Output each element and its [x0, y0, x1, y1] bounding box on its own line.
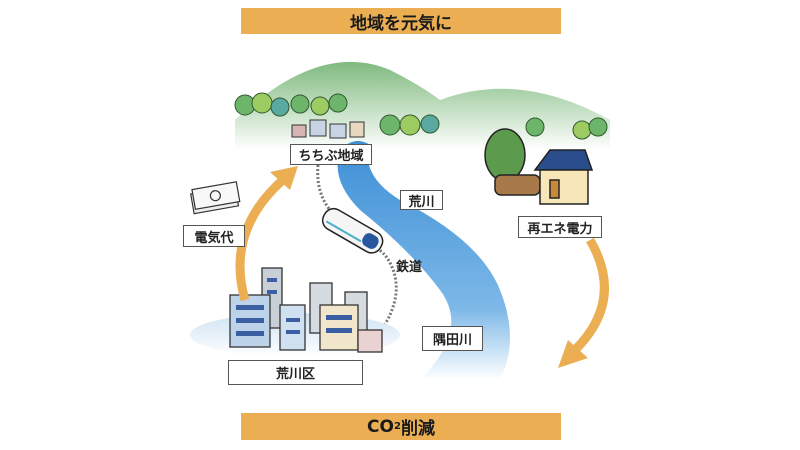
cycle-arrow-right — [571, 237, 609, 354]
arrowhead-down — [558, 340, 588, 368]
label-arakawa-river: 荒川 — [400, 190, 443, 210]
reduction-text: 削減 — [400, 419, 435, 439]
trees — [234, 92, 608, 140]
river — [337, 141, 510, 380]
label-chichibu: ちちぶ地域 — [290, 144, 372, 165]
money-icon — [189, 181, 241, 215]
chichibu-houses — [291, 119, 365, 139]
train — [321, 207, 384, 254]
renewable-house — [484, 128, 594, 205]
label-railway: 鉄道 — [395, 259, 422, 275]
top-banner: 地域を元気に — [241, 8, 561, 34]
arrowhead-up — [270, 166, 298, 190]
label-sumida-river: 隅田川 — [422, 326, 483, 351]
label-arakawa-ward: 荒川区 — [228, 360, 363, 385]
co2-subscript: 2 — [393, 421, 401, 432]
co2-text: CO — [367, 416, 394, 437]
mountain — [235, 61, 610, 151]
cycle-arrow-left — [235, 174, 288, 302]
arakawa-buildings — [229, 267, 383, 353]
label-renewable-power: 再エネ電力 — [518, 216, 602, 238]
railway-track — [316, 164, 398, 332]
label-electricity-bill: 電気代 — [183, 225, 245, 247]
